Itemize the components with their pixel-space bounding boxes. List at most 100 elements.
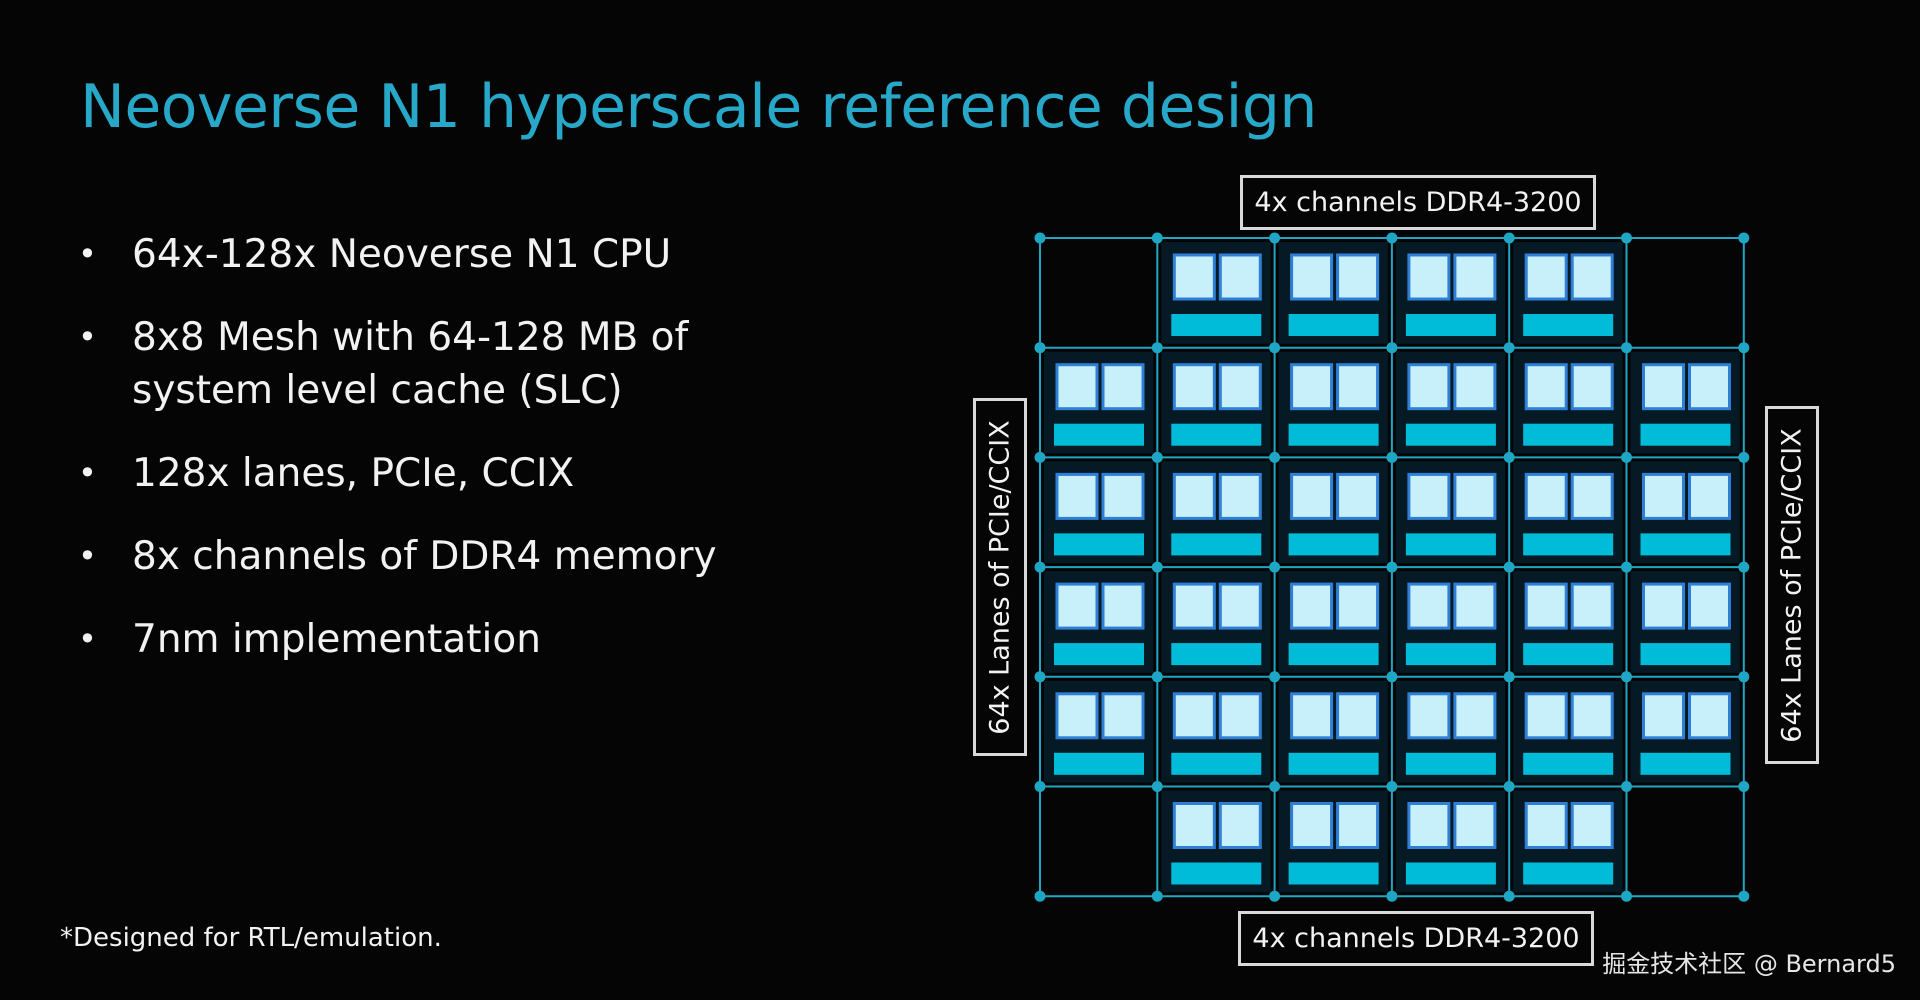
- bullet-item: •128x lanes, PCIe, CCIX: [78, 447, 798, 500]
- cpu-core: [1172, 472, 1216, 520]
- cpu-core: [1336, 582, 1380, 630]
- bullet-dot-icon: •: [78, 537, 97, 575]
- cache-slice: [1288, 643, 1379, 666]
- cache-slice: [1523, 314, 1614, 336]
- cache-slice: [1523, 533, 1614, 556]
- mesh-node: [1151, 781, 1163, 792]
- cpu-core: [1336, 472, 1380, 520]
- bullet-item: • 64x-128x Neoverse N1 CPU: [78, 228, 798, 281]
- memory-bottom-text: 4x channels DDR4-3200: [1252, 923, 1580, 954]
- cpu-core: [1172, 363, 1216, 411]
- cpu-core: [1453, 253, 1497, 301]
- mesh-node: [1034, 781, 1046, 792]
- cache-slice: [1171, 533, 1262, 556]
- mesh-node: [1269, 781, 1281, 792]
- mesh-node: [1034, 451, 1046, 463]
- cpu-core: [1453, 363, 1497, 411]
- bullet-dot-icon: •: [78, 235, 97, 273]
- cpu-core: [1101, 363, 1145, 411]
- io-right-text: 64x Lanes of PCIe/CCIX: [1776, 427, 1808, 743]
- io-left-label: 64x Lanes of PCIe/CCIX: [973, 398, 1027, 756]
- cpu-core: [1688, 692, 1731, 740]
- cpu-core: [1570, 692, 1614, 740]
- cache-slice: [1405, 862, 1496, 885]
- mesh-node: [1151, 342, 1163, 354]
- mesh-node: [1503, 781, 1515, 792]
- mesh-node: [1386, 451, 1398, 463]
- cache-slice: [1405, 752, 1496, 775]
- cpu-core: [1407, 582, 1451, 630]
- mesh-node: [1738, 451, 1750, 463]
- mesh-node: [1503, 561, 1515, 573]
- cache-slice: [1171, 643, 1262, 666]
- cpu-core: [1290, 582, 1334, 630]
- cpu-core: [1524, 692, 1568, 740]
- cache-slice: [1640, 643, 1731, 666]
- mesh-node: [1151, 561, 1163, 573]
- mesh-node: [1269, 342, 1281, 354]
- mesh-node: [1621, 232, 1632, 244]
- bullet-item: •7nm implementation: [78, 613, 798, 666]
- io-left-text: 64x Lanes of PCIe/CCIX: [984, 419, 1016, 735]
- cpu-core: [1290, 472, 1334, 520]
- bullet-dot-icon: •: [78, 454, 97, 492]
- cache-slice: [1405, 314, 1496, 336]
- slide-title: Neoverse N1 hyperscale reference design: [80, 72, 1317, 142]
- mesh-node: [1269, 451, 1281, 463]
- watermark: 掘金技术社区 @ Bernard5: [1602, 950, 1896, 978]
- cache-slice: [1523, 862, 1614, 885]
- cpu-core: [1524, 472, 1568, 520]
- mesh-node: [1034, 890, 1046, 902]
- cpu-core: [1407, 692, 1451, 740]
- cache-slice: [1054, 533, 1144, 556]
- cpu-core: [1642, 692, 1685, 740]
- cache-slice: [1405, 643, 1496, 666]
- cache-slice: [1405, 423, 1496, 446]
- mesh-node: [1386, 561, 1398, 573]
- cache-slice: [1405, 533, 1496, 556]
- mesh-node: [1503, 342, 1515, 354]
- cache-slice: [1640, 533, 1731, 556]
- cache-slice: [1523, 423, 1614, 446]
- cache-slice: [1640, 423, 1731, 446]
- cpu-core: [1218, 582, 1262, 630]
- cpu-core: [1336, 692, 1380, 740]
- cpu-core: [1407, 363, 1451, 411]
- mesh-node: [1503, 451, 1515, 463]
- cpu-core: [1688, 472, 1731, 520]
- cpu-core: [1218, 692, 1262, 740]
- cpu-core: [1570, 582, 1614, 630]
- mesh-node: [1269, 561, 1281, 573]
- mesh-node: [1621, 671, 1632, 683]
- mesh-node: [1386, 342, 1398, 354]
- mesh-node: [1034, 342, 1046, 354]
- cpu-core: [1218, 363, 1262, 411]
- mesh-node: [1621, 890, 1632, 902]
- cpu-core: [1524, 582, 1568, 630]
- mesh-node: [1621, 342, 1632, 354]
- cache-slice: [1288, 533, 1379, 556]
- mesh-node: [1151, 671, 1163, 683]
- memory-top-text: 4x channels DDR4-3200: [1254, 187, 1582, 218]
- cpu-core: [1336, 802, 1380, 849]
- bullet-dot-icon: •: [78, 318, 97, 356]
- cache-slice: [1054, 423, 1144, 446]
- mesh-node: [1738, 232, 1750, 244]
- cpu-core: [1570, 363, 1614, 411]
- bullet-text: 8x channels of DDR4 memory: [132, 534, 717, 579]
- mesh-node: [1738, 561, 1750, 573]
- cpu-core: [1055, 692, 1099, 740]
- cpu-core: [1407, 253, 1451, 301]
- cpu-core: [1055, 582, 1099, 630]
- cpu-core: [1290, 363, 1334, 411]
- bullet-text: 64x-128x Neoverse N1 CPU: [132, 232, 672, 277]
- memory-bottom-label: 4x channels DDR4-3200: [1238, 911, 1594, 966]
- cache-slice: [1288, 423, 1379, 446]
- cpu-core: [1407, 802, 1451, 849]
- cache-slice: [1523, 752, 1614, 775]
- mesh-node: [1621, 561, 1632, 573]
- cpu-core: [1172, 692, 1216, 740]
- bullet-list: • 64x-128x Neoverse N1 CPU •8x8 Mesh with…: [78, 228, 798, 696]
- cache-slice: [1054, 643, 1144, 666]
- bullet-item: •8x8 Mesh with 64-128 MB of system level…: [78, 311, 798, 417]
